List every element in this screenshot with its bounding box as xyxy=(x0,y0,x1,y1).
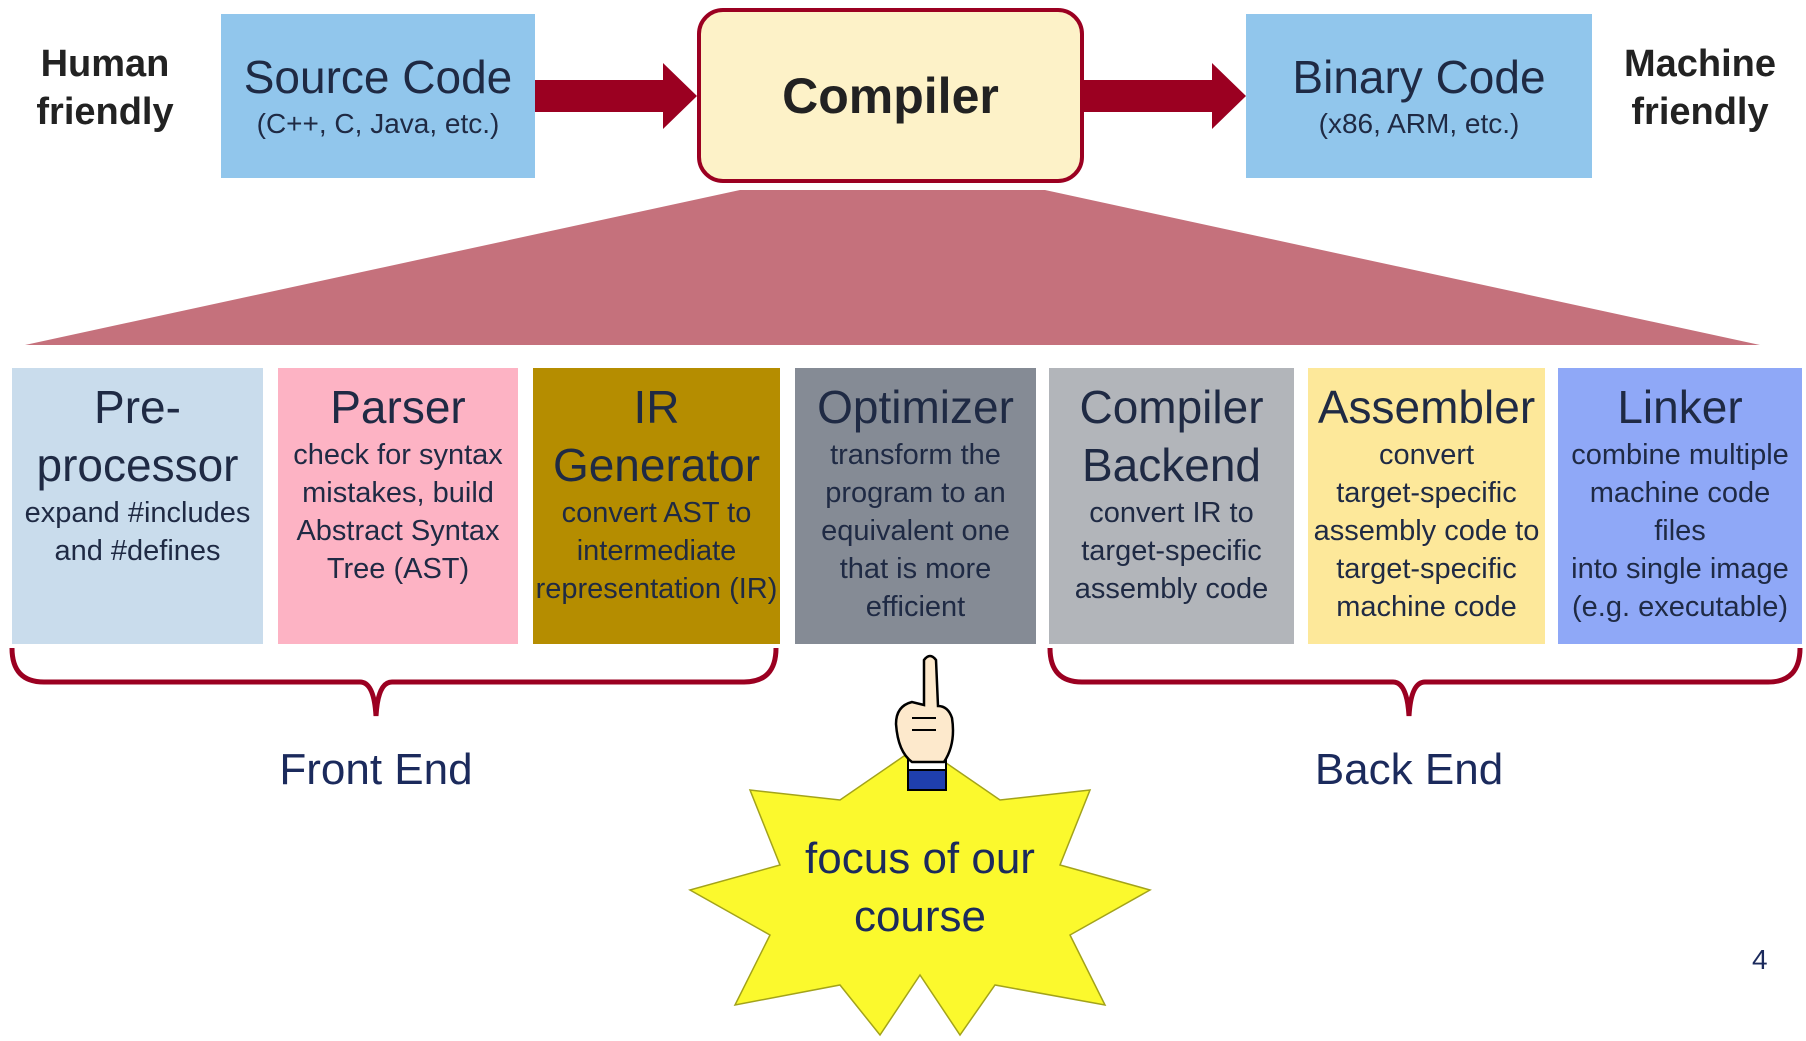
binary-code-subtitle: (x86, ARM, etc.) xyxy=(1318,108,1520,139)
focus-burst xyxy=(688,744,1152,1037)
stage-parser: Parser check for syntax mistakes, build … xyxy=(278,368,518,644)
stage-description: convert target-specific assembly code to… xyxy=(1313,439,1540,623)
compiler-expansion-fan xyxy=(25,190,1760,345)
arrow-right-icon xyxy=(535,63,697,129)
stage-compiler-backend: Compiler Backend convert IR to target-sp… xyxy=(1049,368,1294,644)
stage-description: expand #includes and #defines xyxy=(24,497,251,567)
stage-description: transform the program to an equivalent o… xyxy=(821,439,1010,623)
source-code-box: Source Code (C++, C, Java, etc.) xyxy=(221,14,535,178)
stage-optimizer: Optimizer transform the program to an eq… xyxy=(795,368,1036,644)
compiler-title: Compiler xyxy=(782,67,999,124)
page-number: 4 xyxy=(1752,944,1768,975)
compiler-box: Compiler xyxy=(697,8,1084,183)
stage-name: Assembler xyxy=(1317,381,1536,433)
source-code-subtitle: (C++, C, Java, etc.) xyxy=(256,108,500,139)
stage-name: Linker xyxy=(1617,381,1743,433)
pointing-hand-icon xyxy=(894,654,955,791)
stage-name: Optimizer xyxy=(817,381,1014,433)
front-end-label: Front End xyxy=(279,745,473,794)
back-end-brace xyxy=(1047,647,1803,717)
source-code-title: Source Code xyxy=(243,51,513,103)
stage-linker: Linker combine multiple machine code fil… xyxy=(1558,368,1802,644)
stage-name: IR Generator xyxy=(552,381,761,491)
stage-name: Compiler Backend xyxy=(1079,381,1264,491)
stage-preprocessor: Pre- processor expand #includes and #def… xyxy=(12,368,263,644)
front-end-brace xyxy=(9,647,779,717)
focus-text: focus of our course xyxy=(805,834,1035,941)
binary-code-title: Binary Code xyxy=(1292,51,1546,103)
binary-code-box: Binary Code (x86, ARM, etc.) xyxy=(1246,14,1592,178)
stage-description: convert AST to intermediate representati… xyxy=(535,497,778,605)
stage-description: convert IR to target-specific assembly c… xyxy=(1074,497,1269,605)
arrow-right-icon xyxy=(1084,63,1246,129)
machine-friendly-label: Machine friendly xyxy=(1623,43,1777,133)
stage-ir-generator: IR Generator convert AST to intermediate… xyxy=(533,368,780,644)
stage-assembler: Assembler convert target-specific assemb… xyxy=(1308,368,1545,644)
back-end-label: Back End xyxy=(1314,745,1504,794)
stage-name: Pre- processor xyxy=(36,381,239,491)
stage-name: Parser xyxy=(330,381,466,433)
stage-description: combine multiple machine code files into… xyxy=(1571,439,1789,623)
stage-description: check for syntax mistakes, build Abstrac… xyxy=(293,439,503,585)
human-friendly-label: Human friendly xyxy=(36,43,174,133)
